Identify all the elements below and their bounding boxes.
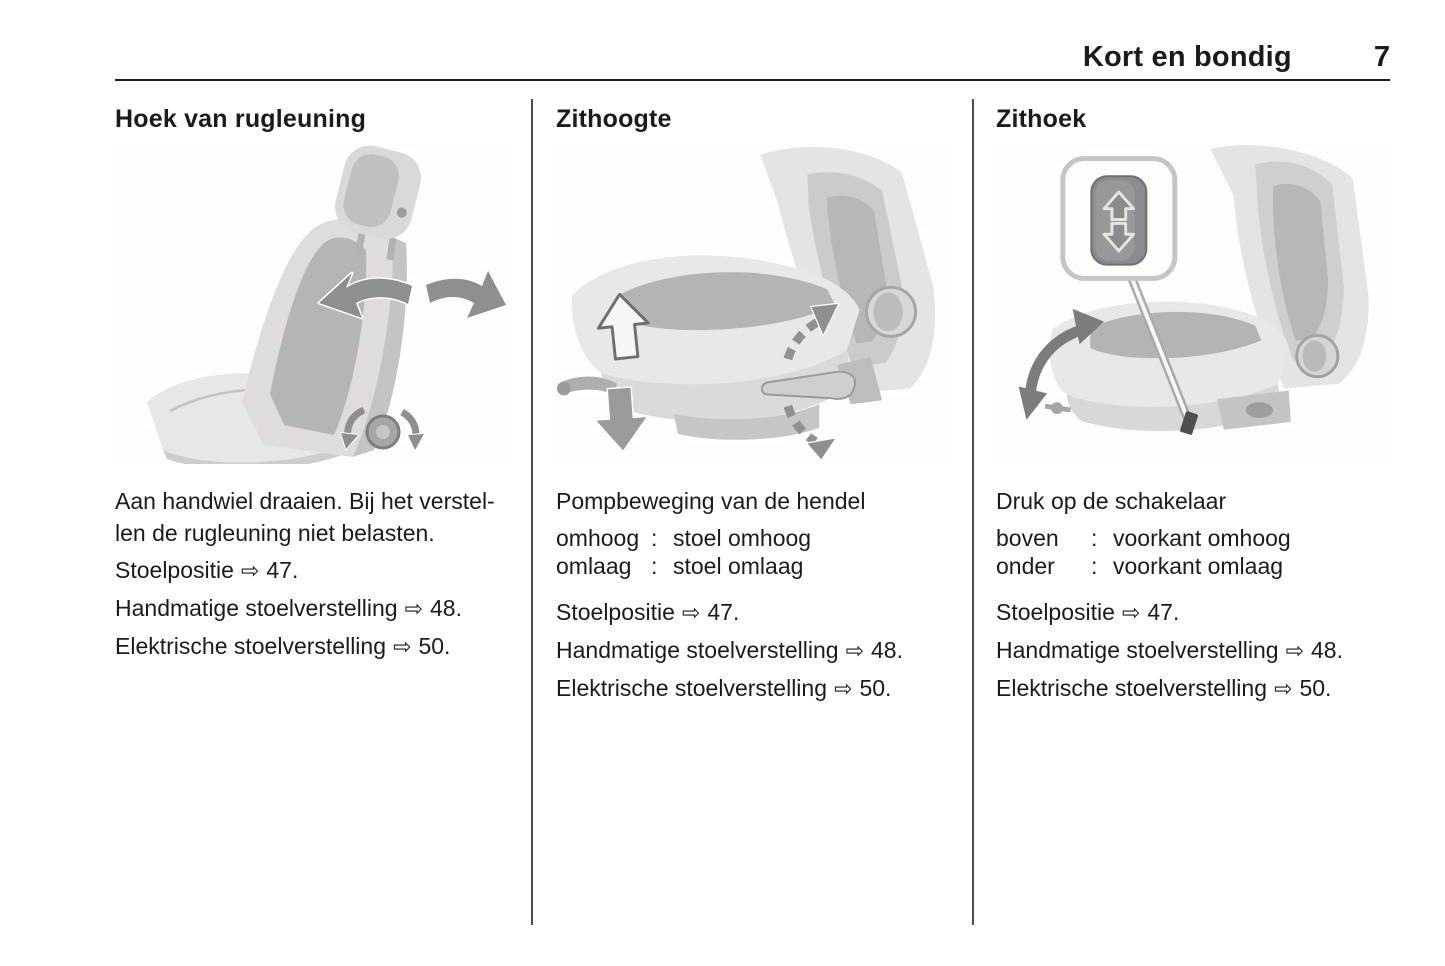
content-columns: Hoek van rugleuning	[115, 99, 1390, 925]
cross-reference: Handmatige stoelverstelling ⇨ 48.	[556, 632, 948, 670]
cross-reference-arrow-icon: ⇨	[393, 635, 412, 660]
definition-list: boven : voorkant omhoog onder : voorkant…	[996, 524, 1390, 580]
ref-page: 50.	[859, 675, 892, 701]
ref-page: 48.	[429, 595, 462, 621]
page-number: 7	[1373, 41, 1390, 73]
def-description: stoel omlaag	[673, 553, 804, 579]
ref-page: 47.	[266, 557, 299, 583]
def-term: onder	[996, 553, 1055, 579]
ref-label: Stoelpositie	[556, 599, 675, 625]
switch-pointer-line	[1125, 270, 1198, 435]
cross-reference: Elektrische stoelverstelling ⇨ 50.	[115, 628, 508, 666]
definition-row: omlaag : stoel omlaag	[556, 552, 948, 580]
cross-reference: Elektrische stoelverstelling ⇨ 50.	[996, 670, 1390, 708]
seat-cushion	[1044, 301, 1291, 431]
section-title: Zithoek	[996, 105, 1087, 133]
ref-label: Elektrische stoelverstelling	[556, 675, 828, 701]
paragraph-line: Aan handwiel draaien. Bij het verstel-	[115, 488, 495, 514]
ref-page: 47.	[1147, 599, 1180, 625]
seat-height-drawing	[556, 146, 936, 461]
seat-headrest	[335, 145, 421, 261]
tilt-switch-inset	[1060, 156, 1178, 281]
def-term: omlaag	[556, 553, 632, 579]
page-header: Kort en bondig 7	[115, 0, 1390, 81]
illustration-seat-tilt	[996, 144, 1389, 464]
def-description: voorkant omhoog	[1113, 525, 1291, 551]
recline-handwheel	[864, 285, 918, 338]
recline-handwheel-icon	[339, 406, 426, 453]
section-text: Druk op de schakelaar boven : voorkant o…	[996, 485, 1390, 708]
seat-backrest	[1210, 145, 1369, 389]
seat-lower-arrow-icon	[594, 386, 648, 452]
cross-reference-arrow-icon: ⇨	[1274, 677, 1293, 702]
ref-label: Elektrische stoelverstelling	[996, 675, 1268, 701]
definition-row: boven : voorkant omhoog	[996, 524, 1390, 552]
definition-row: onder : voorkant omlaag	[996, 552, 1390, 580]
def-term: boven	[996, 525, 1059, 551]
seat-backrest-angle-drawing	[147, 145, 508, 464]
ref-label: Handmatige stoelverstelling	[115, 595, 398, 621]
cross-reference: Elektrische stoelverstelling ⇨ 50.	[556, 670, 948, 708]
paragraph-line: Druk op de schakelaar	[996, 488, 1227, 514]
height-pump-lever	[760, 357, 883, 405]
def-description: voorkant omlaag	[1113, 553, 1284, 579]
switch-up-arrow-icon	[1102, 190, 1136, 221]
ref-label: Stoelpositie	[996, 599, 1115, 625]
def-separator: :	[1091, 525, 1098, 551]
front-release-lever	[556, 376, 617, 396]
illustration-backrest-angle	[115, 144, 508, 464]
def-separator: :	[651, 553, 658, 579]
cross-reference-arrow-icon: ⇨	[681, 601, 701, 626]
ref-page: 47.	[707, 599, 740, 625]
recline-handwheel	[1295, 333, 1340, 379]
cross-reference: Stoelpositie ⇨ 47.	[996, 594, 1390, 632]
cross-reference-arrow-icon: ⇨	[240, 559, 260, 584]
ref-page: 48.	[1310, 637, 1343, 663]
cross-reference: Handmatige stoelverstelling ⇨ 48.	[996, 632, 1390, 670]
def-separator: :	[1091, 553, 1098, 579]
cross-reference: Handmatige stoelverstelling ⇨ 48.	[115, 590, 508, 628]
cross-reference: Stoelpositie ⇨ 47.	[556, 594, 948, 632]
ref-page: 48.	[870, 637, 903, 663]
ref-label: Handmatige stoelverstelling	[556, 637, 839, 663]
ref-label: Stoelpositie	[115, 557, 234, 583]
cross-reference-arrow-icon: ⇨	[1285, 639, 1304, 664]
column-backrest-angle: Hoek van rugleuning	[115, 99, 531, 925]
cross-references: Stoelpositie ⇨ 47. Handmatige stoelverst…	[556, 594, 948, 708]
page-header-title: Kort en bondig	[1082, 41, 1292, 73]
paragraph-line: len de rugleuning niet belasten.	[115, 520, 435, 546]
column-seat-height: Zithoogte	[531, 99, 972, 925]
ref-label: Handmatige stoelverstelling	[996, 637, 1279, 663]
cross-reference-arrow-icon: ⇨	[834, 677, 853, 702]
definition-row: omhoog : stoel omhoog	[556, 524, 948, 552]
seat-raise-arrow-icon	[596, 292, 650, 361]
def-separator: :	[651, 525, 658, 551]
paragraph-line: Pompbeweging van de hendel	[556, 488, 866, 514]
section-text: Pompbeweging van de hendel omhoog : stoe…	[556, 485, 948, 708]
cross-reference-arrow-icon: ⇨	[1121, 601, 1141, 626]
section-text: Aan handwiel draaien. Bij het verstel- l…	[115, 485, 508, 666]
switch-down-arrow-icon	[1102, 221, 1136, 253]
def-term: omhoog	[556, 525, 640, 551]
ref-page: 50.	[418, 633, 451, 659]
column-seat-tilt: Zithoek	[972, 99, 1390, 925]
illustration-seat-height	[556, 144, 949, 464]
backrest-tilt-arrows-icon	[317, 269, 508, 320]
definition-list: omhoog : stoel omhoog omlaag : stoel oml…	[556, 524, 948, 580]
cushion-tilt-arrow-icon	[1018, 308, 1105, 420]
cross-references: Stoelpositie ⇨ 47. Handmatige stoelverst…	[996, 594, 1390, 708]
section-title: Zithoogte	[556, 105, 672, 133]
def-description: stoel omhoog	[673, 525, 812, 551]
ref-page: 50.	[1299, 675, 1332, 701]
lever-pump-arrows-icon	[783, 302, 840, 461]
seat-tilt-drawing	[1018, 145, 1369, 435]
ref-label: Elektrische stoelverstelling	[115, 633, 387, 659]
cross-references: Stoelpositie ⇨ 47. Handmatige stoelverst…	[115, 552, 508, 666]
cross-reference: Stoelpositie ⇨ 47.	[115, 552, 508, 590]
cross-reference-arrow-icon: ⇨	[404, 597, 423, 622]
cross-reference-arrow-icon: ⇨	[845, 639, 864, 664]
section-title: Hoek van rugleuning	[115, 105, 367, 133]
